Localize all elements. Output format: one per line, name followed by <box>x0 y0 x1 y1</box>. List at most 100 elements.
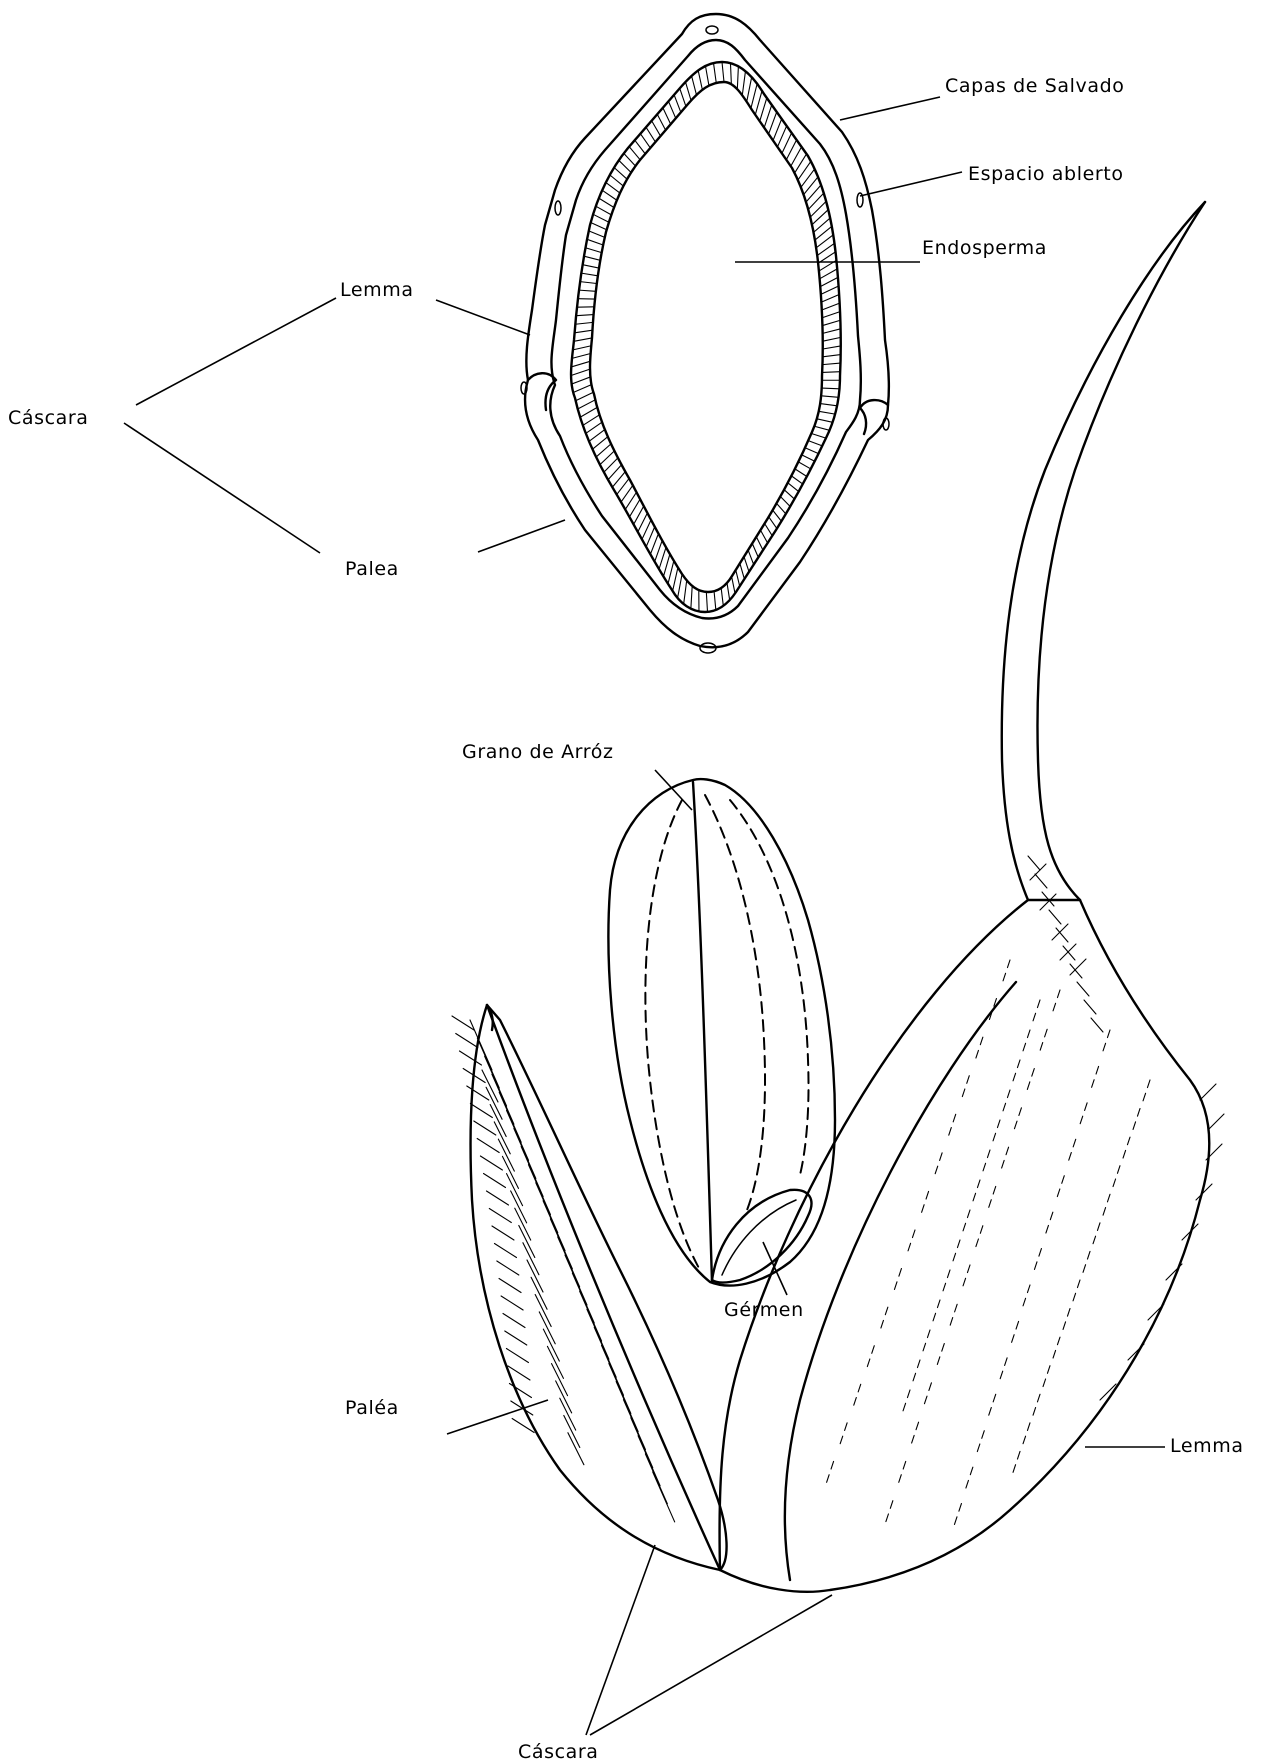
bran-hatch-stroke <box>576 392 594 400</box>
palea-husk <box>452 1005 727 1570</box>
bran-hatch-stroke <box>573 385 591 393</box>
palea-hatch-stroke <box>631 1418 653 1468</box>
palea-hatch-stroke <box>587 1309 609 1359</box>
bran-hatch-stroke <box>572 377 591 384</box>
bran-hatch-stroke <box>572 354 591 359</box>
palea-keel <box>487 1005 720 1570</box>
palea-hatch-stroke <box>507 1174 523 1206</box>
palea-hatch-stroke <box>653 1472 675 1522</box>
bran-hatch-stroke <box>795 469 807 477</box>
bran-hatch-stroke <box>760 530 767 543</box>
label-cascara-bottom: Cáscara <box>518 1741 599 1761</box>
bran-hatch-stroke <box>705 66 708 86</box>
bran-hatch-stroke <box>823 337 841 341</box>
bran-hatch-stroke <box>747 77 752 102</box>
palea-hair <box>486 1191 508 1205</box>
bran-hatch-stroke <box>817 419 833 422</box>
bran-hatch-stroke <box>581 273 597 276</box>
bran-hatch-stroke <box>589 231 605 237</box>
lemma-hatch-stroke <box>826 1461 834 1485</box>
label-cascara-left: Cáscara <box>8 407 89 429</box>
palea-hair <box>456 1034 478 1048</box>
bran-hatch-stroke <box>801 169 815 187</box>
leader-cascara-down <box>124 423 320 553</box>
germen-inner <box>722 1200 796 1275</box>
bran-hatch-stroke <box>596 206 612 215</box>
lemma-hatch-stroke <box>999 1358 1007 1382</box>
bran-hatch-stroke <box>606 182 620 193</box>
bran-hatch-stroke <box>691 586 692 609</box>
bran-hatch-stroke <box>714 591 716 610</box>
palea-hatch-stroke <box>502 1156 518 1188</box>
bran-hatch-stroke <box>578 400 596 409</box>
bran-hatch-stroke <box>684 580 687 604</box>
bran-hatch-stroke <box>673 567 678 591</box>
bran-hatch-stroke <box>727 583 730 600</box>
bran-hatch-stroke <box>652 121 661 136</box>
lemma-hatch-stroke <box>907 1230 915 1254</box>
bran-hatch-stroke <box>808 441 822 446</box>
lemma-hatch-stroke <box>953 1504 961 1528</box>
label-lemma-top: Lemma <box>340 279 414 301</box>
lemma-hatch-stroke <box>853 1384 861 1408</box>
lemma-hatch-stroke <box>1052 990 1060 1014</box>
palea-hair <box>467 1086 489 1100</box>
bran-hatch-stroke <box>765 523 773 535</box>
palea-hair <box>470 1104 492 1118</box>
leader-cascara-bottom-left <box>586 1545 655 1735</box>
palea-hatch-stroke <box>560 1398 576 1430</box>
bran-hatch-stroke <box>678 574 682 598</box>
awn-left <box>1002 202 1205 900</box>
lemma-hatch-stroke <box>1026 1069 1034 1093</box>
awn-hair <box>1028 856 1040 870</box>
bran-hatch-stroke <box>823 329 841 334</box>
bran-hatch-stroke <box>685 82 691 101</box>
lemma-hatch-stroke <box>1132 1109 1140 1133</box>
lemma-hatch-stroke <box>893 1269 901 1293</box>
lemma-hatch-stroke <box>1079 1103 1087 1127</box>
bran-hatch-stroke <box>764 105 772 128</box>
bran-hatch-stroke <box>680 88 686 106</box>
palea-hatch-stroke <box>515 1208 531 1240</box>
palea-hatch-stroke <box>531 1277 547 1309</box>
palea-hair <box>480 1156 502 1170</box>
palea-hatch-stroke <box>514 1128 536 1178</box>
palea-hair <box>499 1279 521 1293</box>
bran-hatch-stroke <box>822 320 840 325</box>
bran-hatch-stroke <box>650 534 658 555</box>
lemma-hatch-stroke <box>952 1240 960 1264</box>
bran-hatch-stroke <box>791 147 802 166</box>
cross-section-leaders <box>124 97 962 553</box>
bran-hatch-stroke <box>788 483 799 492</box>
palea-hatch-stroke <box>556 1381 572 1413</box>
awn-hair <box>1035 874 1047 888</box>
bran-hatch-stroke <box>604 458 618 472</box>
grain-center-ridge <box>693 782 712 1282</box>
bran-hatch-stroke <box>574 338 592 341</box>
lemma-hatch-stroke <box>988 1186 996 1210</box>
bran-hatch-stroke <box>571 361 590 367</box>
palea-hatch-stroke <box>623 1400 645 1450</box>
lemma-hatch-stroke <box>1012 1451 1020 1475</box>
lemma-hatch-stroke <box>942 1270 950 1294</box>
bundle-top <box>706 26 718 34</box>
palea-hatching <box>470 1020 675 1522</box>
bran-hatch-stroke <box>808 193 824 210</box>
bran-hatch-stroke <box>593 214 609 222</box>
bran-hatch-stroke <box>640 134 650 148</box>
lemma-hatch-stroke <box>1001 1147 1009 1171</box>
lemma-hatch-stroke <box>975 1037 983 1061</box>
lemma-hatch-stroke <box>982 1150 990 1174</box>
palea-hatch-stroke <box>536 1183 558 1233</box>
bran-hatch-stroke <box>821 286 839 294</box>
palea-hatch-stroke <box>568 1433 584 1465</box>
bran-hatch-stroke <box>784 490 794 499</box>
bran-hatch-stroke <box>584 256 600 260</box>
bran-hatch-stroke <box>655 540 663 561</box>
bran-hatch-stroke <box>583 265 599 268</box>
bran-hatch-stroke <box>822 372 840 373</box>
bran-hatch-stroke <box>642 520 651 540</box>
bran-hatch-stroke <box>819 411 835 414</box>
